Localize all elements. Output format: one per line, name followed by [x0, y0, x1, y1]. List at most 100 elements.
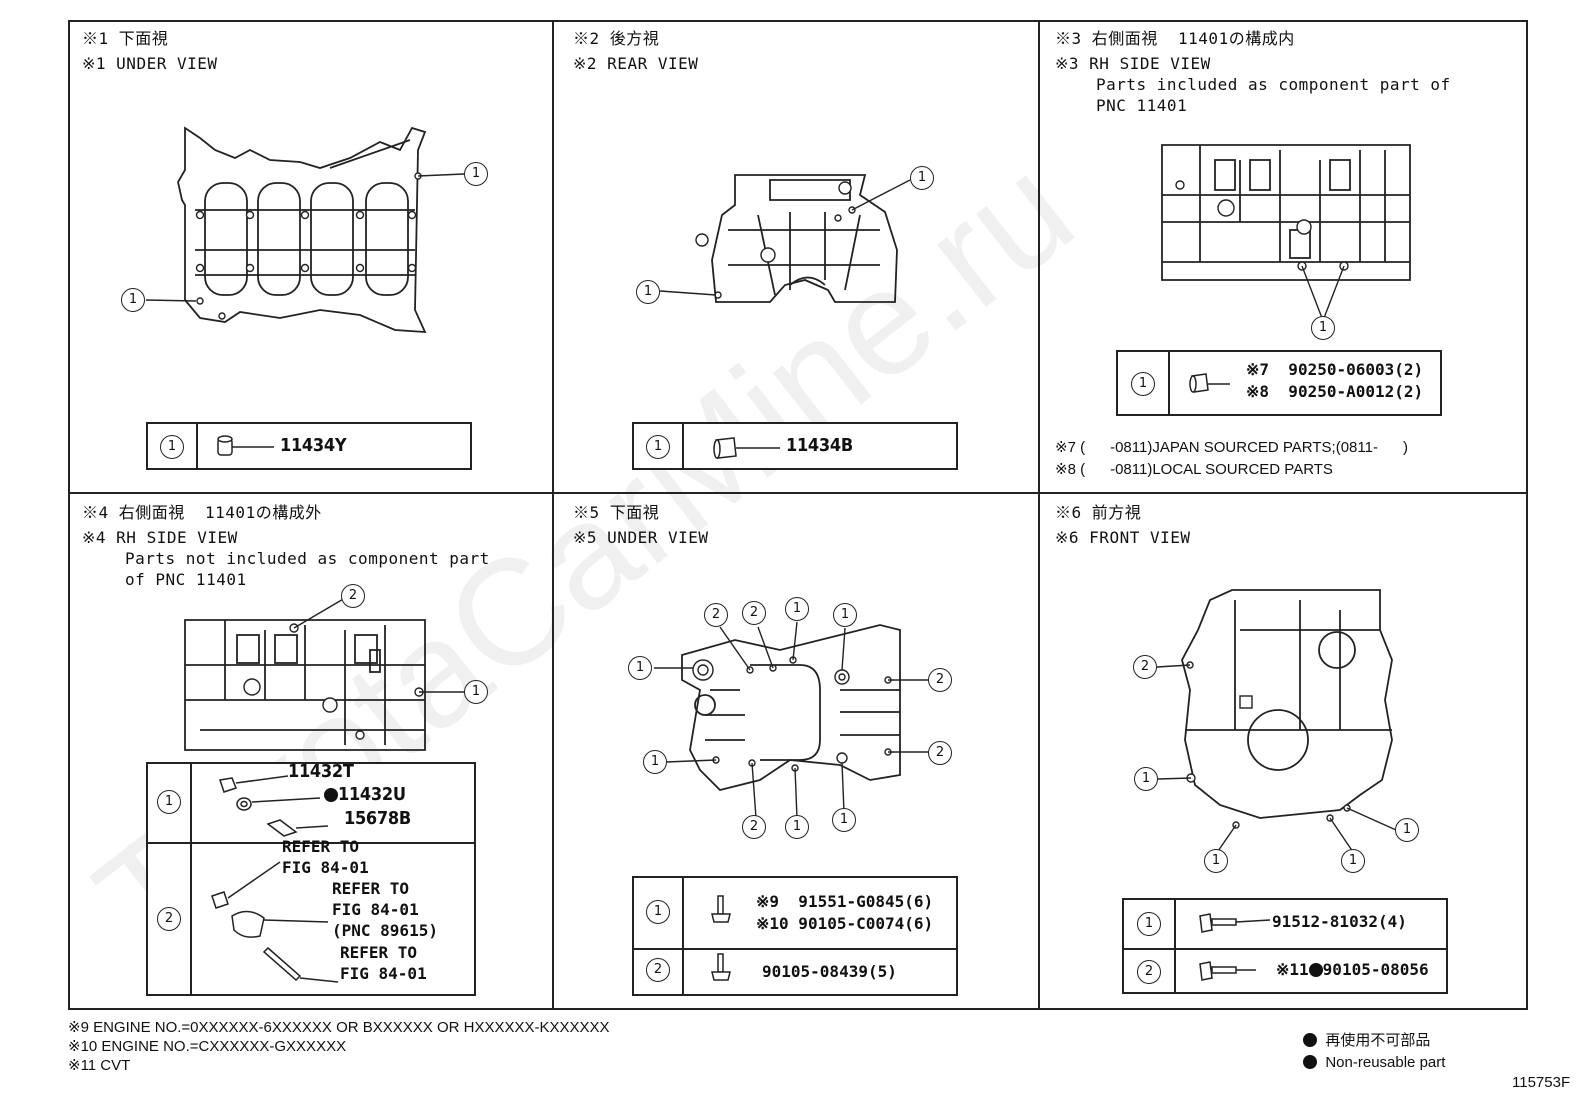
- panel-title-en: ※1 UNDER VIEW: [82, 54, 218, 73]
- legend-en-text: Non-reusable part: [1325, 1054, 1446, 1071]
- table-row-sep: [148, 842, 474, 844]
- non-reusable-part-number: ※11 90105-08056: [1276, 960, 1429, 979]
- panel-title-jp: ※4 右側面視 11401の構成外: [82, 503, 322, 522]
- callout-2: 2: [341, 584, 365, 608]
- callout-2: 2: [704, 603, 728, 627]
- supply-note: ※8 ( -0811)LOCAL SOURCED PARTS: [1055, 461, 1333, 478]
- parts-table: 1 2 11432T 11432U 15678B REFER TO FIG 84…: [146, 761, 476, 996]
- callout-2: 2: [742, 815, 766, 839]
- parts-table: 1 2 ※9 91551-G0845(6) ※10 90105-C0074(6)…: [632, 876, 958, 996]
- part-number-text: 11432U: [338, 784, 406, 805]
- panel-desc-line: Parts not included as component part: [125, 549, 490, 568]
- part-number: 11434B: [786, 435, 853, 456]
- dowel-pin-icon: [713, 437, 780, 459]
- callout-2: 2: [1137, 960, 1161, 984]
- part-number: ※9 91551-G0845(6): [756, 892, 934, 911]
- non-reusable-dot-icon: [1308, 963, 1323, 977]
- panel-title-jp: ※2 後方視: [573, 29, 660, 48]
- part-number: 90105-08439(5): [762, 962, 897, 981]
- part-number: 11434Y: [280, 435, 347, 456]
- non-reusable-dot-icon: [1303, 1033, 1317, 1047]
- callout-1: 1: [833, 603, 857, 627]
- callout-2: 2: [742, 601, 766, 625]
- panel-title-jp: ※6 前方視: [1055, 503, 1142, 522]
- part-number: ※10 90105-C0074(6): [756, 914, 934, 933]
- figure-id: 115753F: [1512, 1074, 1571, 1091]
- footnote: ※9 ENGINE NO.=0XXXXXX-6XXXXXX OR BXXXXXX…: [68, 1019, 610, 1036]
- part-number: ※7 90250-06003(2): [1246, 360, 1424, 379]
- callout-1: 1: [1395, 818, 1419, 842]
- part-number: ※8 90250-A0012(2): [1246, 382, 1424, 401]
- panel-title-jp: ※1 下面視: [82, 29, 169, 48]
- engine-block-rear-drawing: [659, 174, 911, 303]
- panel-title-en: ※6 FRONT VIEW: [1055, 528, 1191, 547]
- parts-table: 1 11434Y: [146, 422, 472, 470]
- table-num-cell: [148, 764, 192, 994]
- non-reusable-part-number: 11432U: [324, 784, 406, 805]
- callout-1: 1: [785, 597, 809, 621]
- bolt-icon: [711, 895, 731, 981]
- part-number: 91512-81032(4): [1272, 912, 1407, 931]
- callout-2: 2: [646, 958, 670, 982]
- panel-title-jp: ※3 右側面視 11401の構成内: [1055, 29, 1295, 48]
- table-num-cell: [634, 424, 684, 468]
- table-num-cell: [148, 424, 198, 468]
- footnote: ※10 ENGINE NO.=CXXXXXX-GXXXXXX: [68, 1038, 347, 1055]
- part-number-text: 90105-08056: [1322, 960, 1429, 979]
- callout-1: 1: [785, 815, 809, 839]
- divider-h: [68, 492, 1528, 494]
- callout-1: 1: [121, 288, 145, 312]
- panel-title-en: ※2 REAR VIEW: [573, 54, 699, 73]
- table-row-sep: [634, 948, 956, 950]
- callout-2: 2: [928, 668, 952, 692]
- engine-block-rh-side-drawing: [1161, 144, 1411, 319]
- callout-1: 1: [646, 435, 670, 459]
- callout-2: 2: [928, 741, 952, 765]
- callout-1: 1: [1204, 849, 1228, 873]
- panel-desc-line: Parts included as component part of: [1096, 75, 1451, 94]
- panel-title-en: ※3 RH SIDE VIEW: [1055, 54, 1211, 73]
- parts-table: 1 11434B: [632, 422, 958, 470]
- callout-1: 1: [1137, 912, 1161, 936]
- callout-1: 1: [628, 656, 652, 680]
- parts-table: 1 2 91512-81032(4) ※11 90105-08056: [1122, 898, 1448, 994]
- refer-note: REFER TO FIG 84-01 (PNC 89615): [332, 879, 438, 940]
- legend-en: Non-reusable part: [1303, 1054, 1445, 1071]
- supply-note: ※7 ( -0811)JAPAN SOURCED PARTS;(0811- ): [1055, 439, 1408, 456]
- plug-icon: [1189, 373, 1230, 393]
- bolt-icon: [1199, 913, 1271, 981]
- refer-note: REFER TO FIG 84-01: [282, 837, 369, 877]
- engine-block-under-drawing: [145, 126, 465, 333]
- callout-2: 2: [1133, 655, 1157, 679]
- divider-v1: [552, 20, 554, 1010]
- legend-jp-text: 再使用不可部品: [1325, 1032, 1431, 1049]
- panel-title-en: ※4 RH SIDE VIEW: [82, 528, 238, 547]
- non-reusable-dot-icon: [1303, 1055, 1317, 1069]
- callout-1: 1: [160, 435, 184, 459]
- table-num-cell: [1118, 352, 1170, 414]
- callout-1: 1: [646, 900, 670, 924]
- callout-1: 1: [1131, 372, 1155, 396]
- table-num-cell: [634, 878, 684, 994]
- panel-desc-line: PNC 11401: [1096, 96, 1188, 115]
- callout-1: 1: [636, 280, 660, 304]
- part-number: 11432T: [288, 761, 354, 782]
- oil-pan-under-drawing: [654, 621, 938, 819]
- parts-table: 1 ※7 90250-06003(2) ※8 90250-A0012(2): [1116, 350, 1442, 416]
- callout-1: 1: [157, 790, 181, 814]
- note-ref: ※11: [1276, 960, 1309, 979]
- callout-1: 1: [1311, 316, 1335, 340]
- callout-1: 1: [910, 166, 934, 190]
- callout-2: 2: [157, 907, 181, 931]
- panel-desc-line: of PNC 11401: [125, 570, 247, 589]
- callout-1: 1: [1134, 767, 1158, 791]
- callout-1: 1: [1341, 849, 1365, 873]
- bolt-washer-icon: [211, 775, 339, 983]
- divider-v2: [1038, 20, 1040, 1010]
- callout-1: 1: [643, 750, 667, 774]
- footnote: ※11 CVT: [68, 1057, 131, 1074]
- panel-title-en: ※5 UNDER VIEW: [573, 528, 709, 547]
- callout-1: 1: [464, 162, 488, 186]
- refer-note: REFER TO FIG 84-01: [340, 943, 427, 983]
- table-num-cell: [1124, 900, 1176, 992]
